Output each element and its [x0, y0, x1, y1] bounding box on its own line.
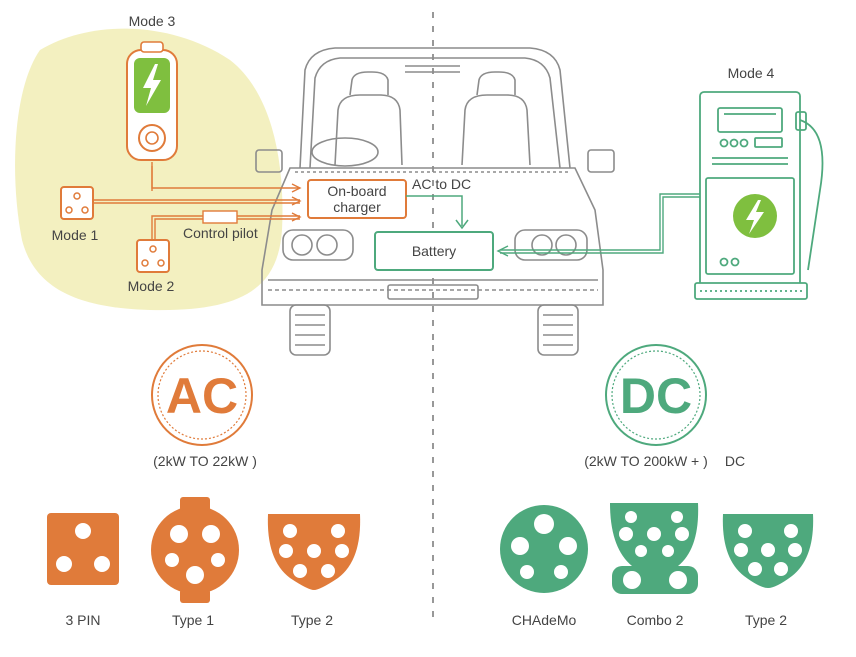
ac-to-dc-label: AC to DC [412, 176, 471, 192]
control-pilot-label: Control pilot [183, 225, 258, 241]
lightning-bolt-icon [143, 64, 161, 106]
onboard-charger-label-line1: On-board [327, 183, 386, 199]
ac-badge-text: AC [166, 368, 238, 424]
connector-chademo [500, 505, 588, 593]
dc-cable [496, 193, 700, 257]
ac-modes-highlight [15, 28, 283, 311]
dc-power-range: (2kW TO 200kW + ) [584, 453, 708, 469]
connector-3pin [47, 513, 119, 585]
connector-combo2-label: Combo 2 [627, 612, 684, 628]
battery-label: Battery [412, 243, 456, 259]
car-illustration [255, 47, 615, 356]
connector-combo2 [610, 503, 699, 594]
control-pilot-box [202, 210, 238, 224]
mode1-label: Mode 1 [52, 227, 99, 243]
ac-power-range: (2kW TO 22kW ) [153, 453, 257, 469]
ac-cables [92, 162, 302, 240]
dc-badge-text: DC [620, 368, 692, 424]
dc-suffix: DC [725, 453, 745, 469]
battery-box [374, 231, 494, 271]
charger-to-battery-arrow [406, 195, 469, 230]
connector-type2-dc-label: Type 2 [745, 612, 787, 628]
connector-type2-ac-label: Type 2 [291, 612, 333, 628]
onboard-charger-box [307, 179, 407, 219]
lightning-bolt-icon [746, 200, 764, 234]
ac-badge: AC [151, 344, 253, 446]
mode3-label: Mode 3 [129, 13, 176, 29]
mode3-wallbox [126, 41, 178, 161]
connector-3pin-label: 3 PIN [65, 612, 100, 628]
connector-type2-ac [267, 514, 361, 590]
mode4-dc-station [694, 91, 824, 300]
connector-type1-label: Type 1 [172, 612, 214, 628]
mode2-label: Mode 2 [128, 278, 175, 294]
mode4-label: Mode 4 [728, 65, 775, 81]
connector-type1 [151, 497, 239, 603]
connector-chademo-label: CHAdeMo [512, 612, 577, 628]
mode2-socket [136, 239, 170, 273]
mode1-socket [60, 186, 94, 220]
onboard-charger-label-line2: charger [333, 199, 381, 215]
dc-badge: DC [605, 344, 707, 446]
connector-type2-dc [722, 514, 814, 588]
